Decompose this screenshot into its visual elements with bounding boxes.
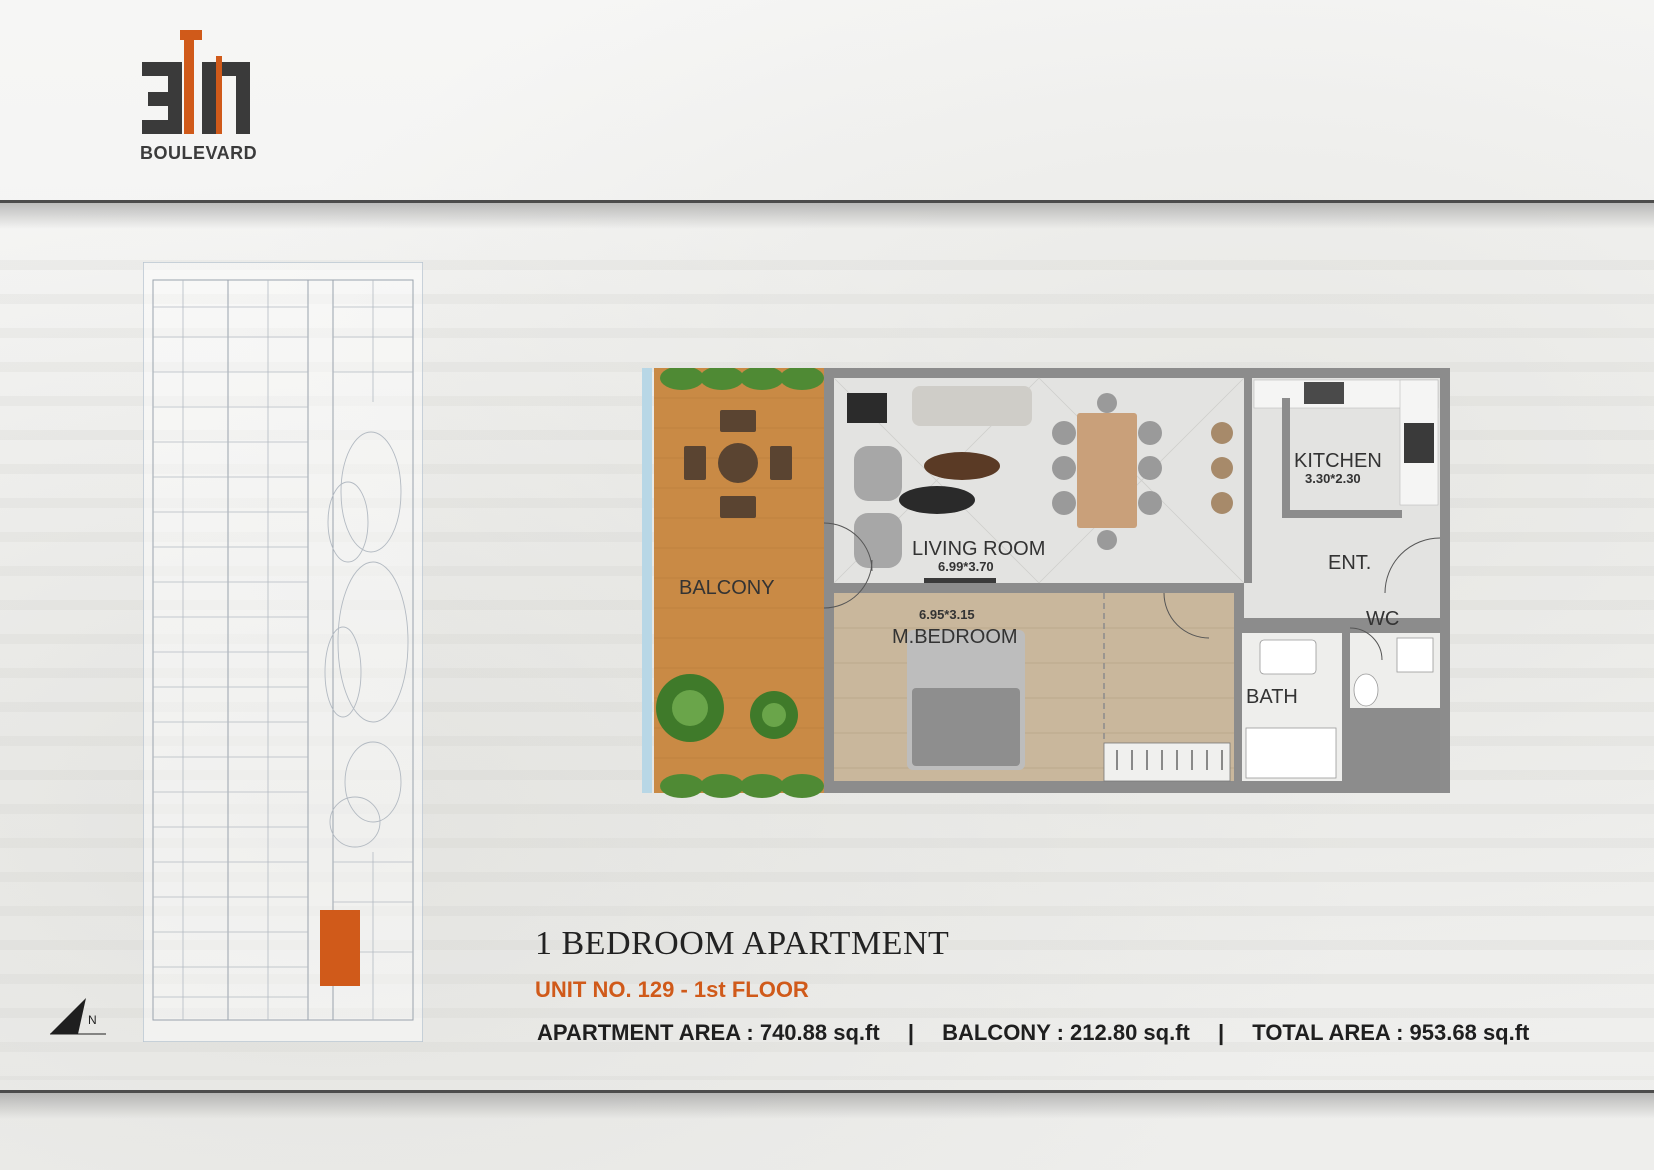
room-label-balcony: BALCONY — [679, 577, 775, 599]
room-label-bath: BATH — [1246, 686, 1298, 708]
area-separator: | — [907, 1020, 914, 1045]
area-summary: APARTMENT AREA : 740.88 sq.ft | BALCONY … — [537, 1020, 1567, 1046]
balcony-area: BALCONY : 212.80 sq.ft — [942, 1020, 1190, 1045]
room-label-entrance: ENT. — [1328, 552, 1372, 574]
top-divider — [0, 200, 1654, 203]
room-dim-master-bedroom: 6.95*3.15 — [919, 607, 975, 622]
room-dim-kitchen: 3.30*2.30 — [1305, 471, 1361, 486]
bottom-divider — [0, 1090, 1654, 1093]
bottom-divider-shadow — [0, 1093, 1654, 1119]
brand-name: BOULEVARD — [140, 143, 258, 163]
room-label-living-room: LIVING ROOM — [912, 538, 1046, 560]
svg-text:N: N — [88, 1013, 97, 1027]
room-dim-living-room: 6.99*3.70 — [938, 559, 994, 574]
floor-plan — [642, 368, 1450, 798]
room-label-master-bedroom: M.BEDROOM — [892, 626, 1018, 648]
top-divider-shadow — [0, 203, 1654, 229]
site-key-plan — [143, 262, 423, 1042]
unit-number: UNIT NO. 129 - 1st FLOOR — [535, 977, 809, 1002]
apartment-area: APARTMENT AREA : 740.88 sq.ft — [537, 1020, 880, 1045]
brand-logo — [142, 30, 250, 134]
north-arrow-icon: N — [50, 998, 106, 1035]
room-label-wc: WC — [1366, 608, 1400, 630]
apartment-title: 1 BEDROOM APARTMENT — [535, 925, 950, 962]
unit-location-marker — [320, 910, 360, 986]
room-label-kitchen: KITCHEN — [1294, 450, 1382, 472]
area-separator: | — [1218, 1020, 1225, 1045]
total-area: TOTAL AREA : 953.68 sq.ft — [1252, 1020, 1530, 1045]
